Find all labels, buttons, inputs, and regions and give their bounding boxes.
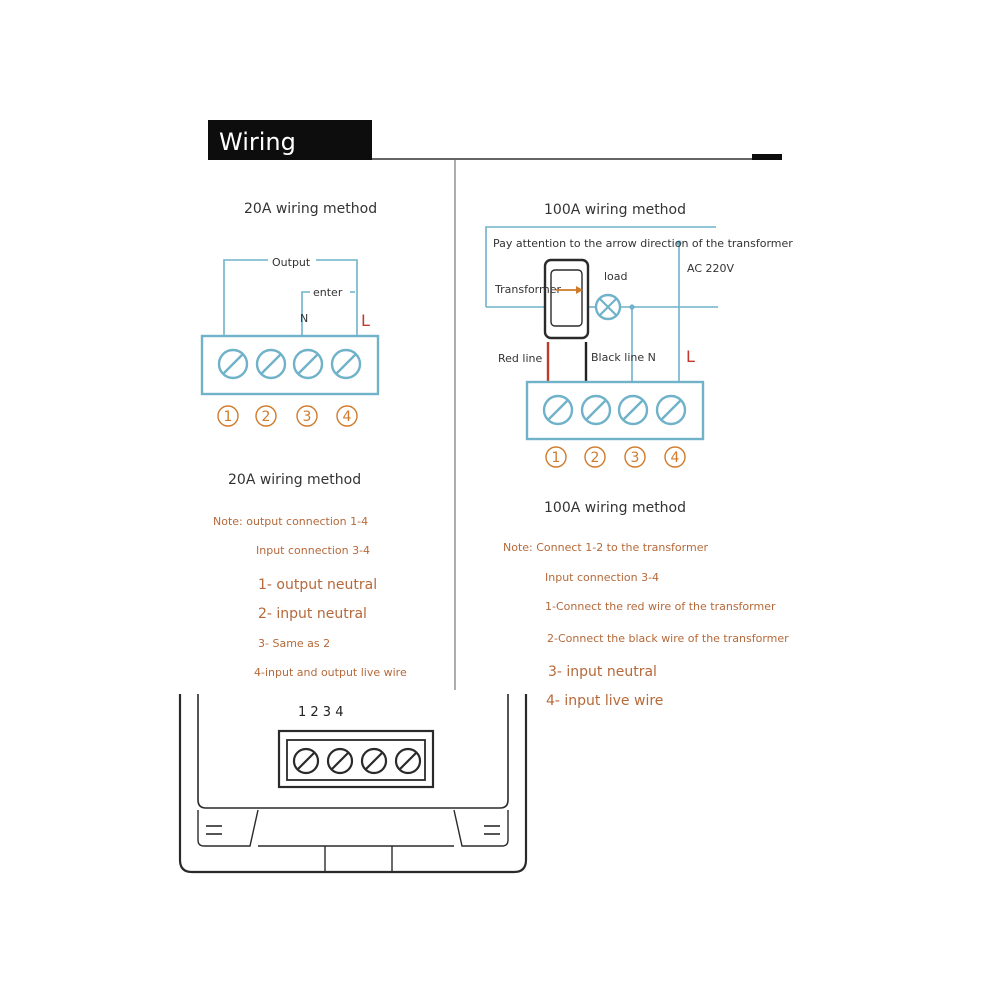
left-note-6: 4-input and output live wire <box>254 666 407 679</box>
right-terminal-block <box>525 380 705 441</box>
n-label: N <box>300 312 308 325</box>
right-notes: Note: Connect 1-2 to the transformer Inp… <box>503 541 789 709</box>
black-line-label: Black line N <box>591 351 656 364</box>
left-note-5: 3- Same as 2 <box>258 637 330 650</box>
screw-4 <box>330 348 362 380</box>
left-note-3: 1- output neutral <box>258 577 377 593</box>
right-num-2: 2 <box>591 450 600 466</box>
right-note-4: 2-Connect the black wire of the transfor… <box>547 632 789 645</box>
right-note-1: Note: Connect 1-2 to the transformer <box>503 541 708 554</box>
right-note-2: Input connection 3-4 <box>545 571 659 584</box>
left-notes: Note: output connection 1-4 Input connec… <box>213 515 407 679</box>
right-bottom-heading: 100A wiring method <box>544 500 686 516</box>
attention-note: Pay attention to the arrow direction of … <box>493 237 793 250</box>
screw-3 <box>292 348 324 380</box>
left-top-heading: 20A wiring method <box>244 201 377 217</box>
load-label: load <box>604 270 628 283</box>
ac-label: AC 220V <box>687 262 735 275</box>
left-num-4: 4 <box>343 409 352 425</box>
housing-foot-left <box>197 809 259 847</box>
left-num-1: 1 <box>224 409 233 425</box>
header-box <box>208 120 372 160</box>
left-terminal-block <box>200 334 380 396</box>
left-terminal-numbers: 1 2 3 4 <box>217 405 358 427</box>
live-l-label-left: L <box>361 311 370 330</box>
housing-inner <box>197 694 509 809</box>
housing-foot-right <box>453 809 509 847</box>
device-screws <box>292 747 422 775</box>
device-terminal-block <box>286 739 426 781</box>
arrow-head-icon <box>576 286 583 294</box>
right-screws <box>542 394 687 426</box>
right-note-5: 3- input neutral <box>548 664 657 680</box>
left-screws <box>217 348 362 380</box>
screw-3 <box>617 394 649 426</box>
screw-4 <box>655 394 687 426</box>
device-terminal-frame <box>277 729 435 789</box>
device-screw-1 <box>292 747 320 775</box>
right-num-3: 3 <box>631 450 640 466</box>
screw-1 <box>217 348 249 380</box>
device-housing <box>178 694 528 874</box>
output-label: Output <box>272 256 311 269</box>
header-title: Wiring <box>219 128 296 156</box>
left-num-2: 2 <box>262 409 271 425</box>
left-num-3: 3 <box>303 409 312 425</box>
screw-2 <box>580 394 612 426</box>
transformer-window <box>550 269 583 327</box>
right-num-4: 4 <box>671 450 680 466</box>
right-note-3: 1-Connect the red wire of the transforme… <box>545 600 776 613</box>
red-line-label: Red line <box>498 352 542 365</box>
transformer-body <box>543 258 590 340</box>
device-screw-2 <box>326 747 354 775</box>
housing-outer <box>178 694 528 874</box>
left-note-1: Note: output connection 1-4 <box>213 515 368 528</box>
junction-dot <box>629 304 635 310</box>
left-note-4: 2- input neutral <box>258 606 367 622</box>
live-l-label-right: L <box>686 347 695 366</box>
left-note-2: Input connection 3-4 <box>256 544 370 557</box>
top-loop-wire <box>485 226 716 307</box>
junction-dot <box>676 240 682 246</box>
device-terminal-label: 1 2 3 4 <box>298 705 343 720</box>
device-screw-4 <box>394 747 422 775</box>
screw-1 <box>542 394 574 426</box>
enter-label: enter <box>313 286 343 299</box>
right-note-6: 4- input live wire <box>546 693 663 709</box>
transformer-label: Transformer <box>494 283 561 296</box>
right-num-1: 1 <box>552 450 561 466</box>
right-terminal-numbers: 1 2 3 4 <box>545 446 686 468</box>
device-screw-3 <box>360 747 388 775</box>
header-rule-end <box>752 154 782 160</box>
right-wires <box>485 226 718 381</box>
right-top-heading: 100A wiring method <box>544 202 686 218</box>
screw-2 <box>255 348 287 380</box>
left-bottom-heading: 20A wiring method <box>228 472 361 488</box>
